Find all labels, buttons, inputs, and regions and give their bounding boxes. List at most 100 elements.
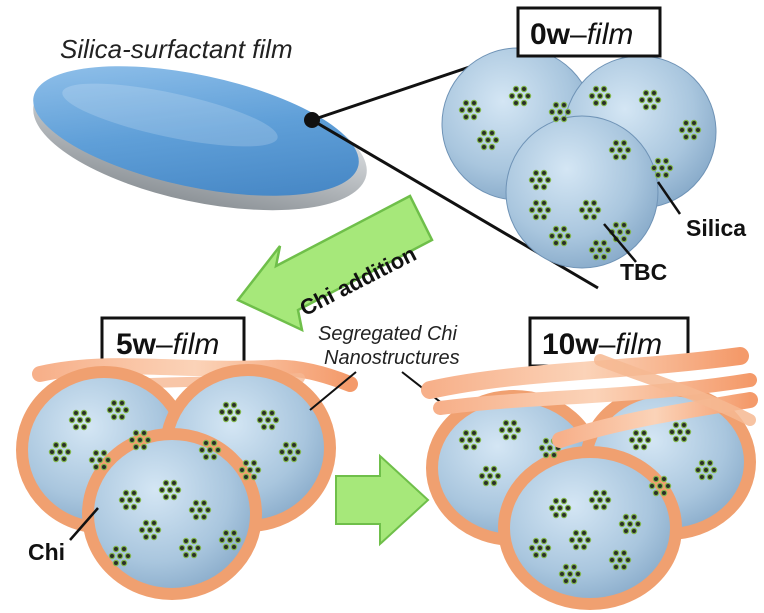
pore xyxy=(604,92,612,100)
pore xyxy=(154,526,162,534)
pore xyxy=(560,511,568,519)
pore xyxy=(108,552,116,560)
pore xyxy=(592,85,600,93)
pore-array xyxy=(458,419,718,585)
pore xyxy=(162,493,170,501)
pore xyxy=(48,448,56,456)
pore xyxy=(192,499,200,507)
pore xyxy=(170,479,178,487)
pore xyxy=(166,486,174,494)
pore xyxy=(72,423,80,431)
pore xyxy=(662,171,670,179)
pore xyxy=(218,536,226,544)
pore xyxy=(294,448,302,456)
pore xyxy=(470,113,478,121)
pore xyxy=(592,503,600,511)
pore xyxy=(192,513,200,521)
pore xyxy=(668,428,676,436)
pore xyxy=(652,475,660,483)
pore xyxy=(710,466,718,474)
pore xyxy=(210,453,218,461)
pore xyxy=(596,92,604,100)
pore xyxy=(620,563,628,571)
pore xyxy=(612,563,620,571)
pore xyxy=(286,448,294,456)
pore xyxy=(616,146,624,154)
pore xyxy=(52,455,60,463)
pore xyxy=(588,496,596,504)
pore xyxy=(100,449,108,457)
pore xyxy=(64,448,72,456)
pore xyxy=(72,409,80,417)
pore xyxy=(584,536,592,544)
pore xyxy=(694,466,702,474)
pore xyxy=(552,101,560,109)
pore xyxy=(624,146,632,154)
pore xyxy=(682,133,690,141)
pore xyxy=(506,426,514,434)
pore xyxy=(654,96,662,104)
pore xyxy=(548,108,556,116)
pore xyxy=(638,96,646,104)
pore xyxy=(524,92,532,100)
pore xyxy=(706,459,714,467)
pore xyxy=(162,479,170,487)
pore xyxy=(118,399,126,407)
pore xyxy=(60,455,68,463)
pore xyxy=(110,399,118,407)
pore xyxy=(664,482,672,490)
pore xyxy=(558,570,566,578)
pore xyxy=(702,466,710,474)
pore xyxy=(222,401,230,409)
pore xyxy=(552,239,560,247)
pore xyxy=(482,465,490,473)
pore-array xyxy=(48,399,302,567)
pore xyxy=(680,435,688,443)
pore xyxy=(624,228,632,236)
pore xyxy=(634,520,642,528)
pore xyxy=(80,423,88,431)
pore xyxy=(642,89,650,97)
pore xyxy=(604,246,612,254)
pore xyxy=(480,143,488,151)
pore xyxy=(588,246,596,254)
pore xyxy=(174,486,182,494)
pore xyxy=(234,408,242,416)
pore xyxy=(290,455,298,463)
pore xyxy=(580,529,588,537)
pore xyxy=(620,549,628,557)
pore xyxy=(578,206,586,214)
pore xyxy=(616,228,624,236)
pore xyxy=(120,559,128,567)
pore xyxy=(694,126,702,134)
pore xyxy=(290,441,298,449)
pore xyxy=(594,206,602,214)
transition-arrow xyxy=(335,453,430,547)
pore xyxy=(612,153,620,161)
pore xyxy=(590,199,598,207)
pore xyxy=(130,503,138,511)
pore xyxy=(60,441,68,449)
pore xyxy=(690,119,698,127)
pore xyxy=(540,551,548,559)
pore xyxy=(210,439,218,447)
pore xyxy=(532,213,540,221)
pore xyxy=(204,506,212,514)
pore xyxy=(532,537,540,545)
pore xyxy=(132,429,140,437)
pore xyxy=(490,479,498,487)
pore xyxy=(680,421,688,429)
pore xyxy=(608,146,616,154)
pore xyxy=(190,537,198,545)
pore xyxy=(600,253,608,261)
pore xyxy=(612,139,620,147)
pore xyxy=(198,446,206,454)
pore xyxy=(484,136,492,144)
pore xyxy=(630,513,638,521)
pore xyxy=(482,479,490,487)
pore xyxy=(552,115,560,123)
pore xyxy=(200,499,208,507)
pore xyxy=(562,563,570,571)
pore xyxy=(588,92,596,100)
pore xyxy=(492,136,500,144)
